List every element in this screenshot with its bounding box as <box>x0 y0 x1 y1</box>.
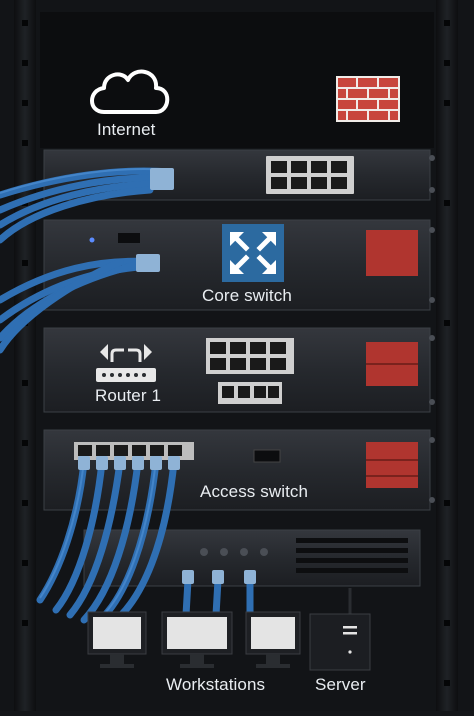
cloud-icon <box>90 69 170 114</box>
router-icon <box>96 344 156 382</box>
access-switch-label: Access switch <box>200 482 309 501</box>
workstations-label: Workstations <box>166 675 266 694</box>
left-rack-rail <box>14 0 36 711</box>
status-indicator <box>366 442 418 488</box>
server-tower-icon <box>309 588 371 671</box>
server-label: Server <box>315 675 366 694</box>
monitor-icon <box>245 611 301 668</box>
monitor-icon <box>161 611 233 668</box>
cable-connectors <box>78 168 256 584</box>
internet-label: Internet <box>97 120 156 139</box>
router-label: Router 1 <box>95 386 162 405</box>
right-rack-rail <box>436 0 458 711</box>
status-indicator <box>366 230 418 276</box>
monitor-icon <box>87 611 147 668</box>
core-switch-label: Core switch <box>202 286 292 305</box>
access-switch-unit <box>43 429 435 511</box>
brick-wall-icon <box>336 76 400 122</box>
switch-arrows-icon <box>222 224 284 282</box>
